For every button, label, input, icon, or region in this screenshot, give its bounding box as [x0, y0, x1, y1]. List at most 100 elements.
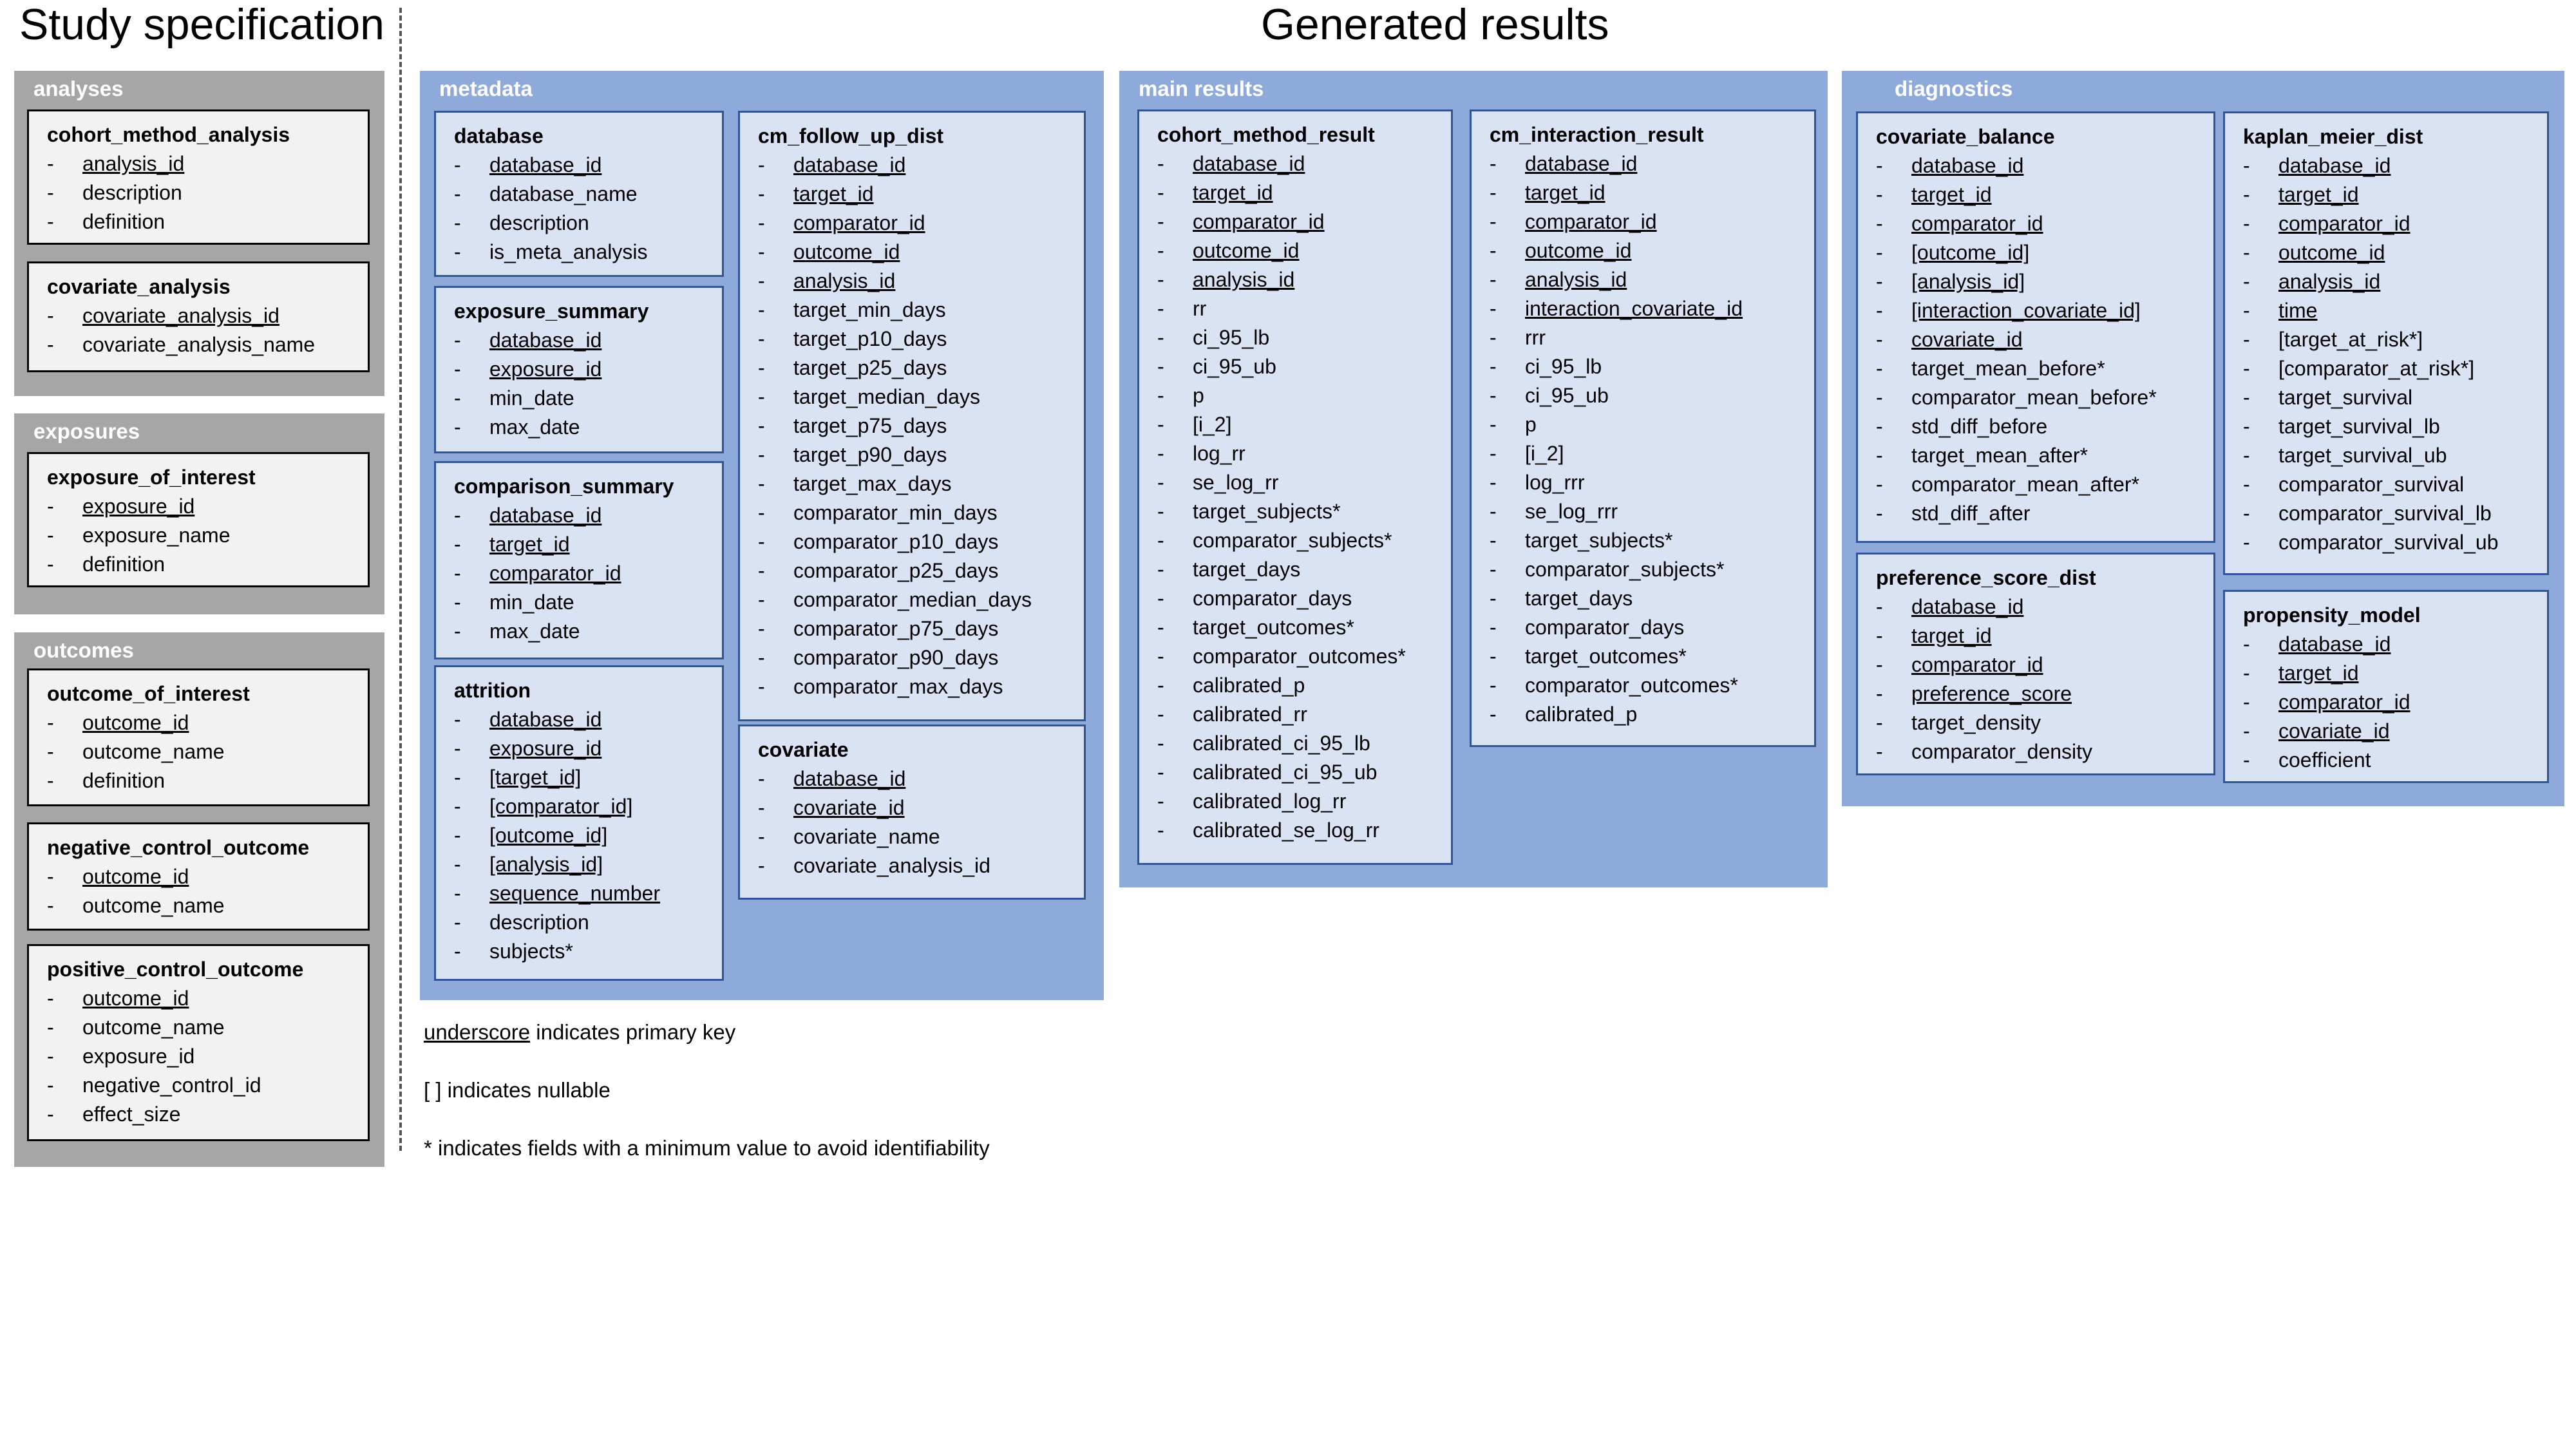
primary-key-field-name: comparator_id [1911, 653, 2043, 676]
bullet-dash: - [454, 737, 461, 760]
field-list: -database_id-target_id-comparator_id-min… [454, 501, 621, 646]
bullet-dash: - [1157, 152, 1164, 175]
bullet-dash: - [758, 472, 765, 495]
bullet-dash: - [1157, 819, 1164, 842]
bullet-dash: - [1876, 299, 1883, 322]
primary-key-field-name: database_id [1193, 152, 1305, 175]
field-name: comparator_p10_days [793, 530, 999, 553]
field-item: -comparator_id [2243, 209, 2499, 238]
table-name: database [454, 124, 544, 147]
field-name: comparator_survival_ub [2278, 531, 2499, 554]
table-preference-score-dist: preference_score_dist-database_id-target… [1856, 553, 2215, 775]
field-item: -target_mean_before* [1876, 354, 2157, 383]
bullet-dash: - [1157, 239, 1164, 262]
field-list: -outcome_id-outcome_name-definition [47, 708, 225, 795]
bullet-dash: - [1876, 502, 1883, 525]
bullet-dash: - [1490, 413, 1497, 436]
field-item: -rr [1157, 294, 1406, 323]
bullet-dash: - [1157, 384, 1164, 407]
bullet-dash: - [1876, 386, 1883, 409]
field-item: -comparator_id [1876, 650, 2092, 679]
field-item: -[analysis_id] [1876, 267, 2157, 296]
field-item: - max_date [454, 413, 601, 442]
field-item: -database_id [454, 326, 601, 355]
table-kaplan-meier-dist: kaplan_meier_dist-database_id-target_id-… [2223, 111, 2549, 575]
bullet-dash: - [2243, 690, 2250, 714]
field-name: comparator_days [1193, 587, 1352, 610]
field-item: -exposure_id [454, 355, 601, 384]
bullet-dash: - [758, 443, 765, 466]
bullet-dash: - [1490, 471, 1497, 494]
table-outcome-of-interest: outcome_of_interest-outcome_id-outcome_n… [27, 668, 370, 806]
field-name: exposure_name [82, 524, 231, 547]
group-diagnostics: diagnostics covariate_balance-database_i… [1842, 71, 2564, 806]
table-name: positive_control_outcome [47, 958, 304, 981]
field-name: covariate_analysis_name [82, 333, 316, 356]
bullet-dash: - [454, 504, 461, 527]
bullet-dash: - [1490, 674, 1497, 697]
field-item: -target_p10_days [758, 325, 1032, 354]
field-name: outcome_name [82, 1016, 225, 1039]
bullet-dash: - [758, 617, 765, 640]
field-item: -comparator_id [2243, 688, 2410, 717]
field-list: -outcome_id-outcome_name-exposure_id-neg… [47, 984, 261, 1129]
field-name: covariate_analysis_id [793, 854, 990, 877]
bullet-dash: - [47, 711, 54, 734]
table-name: cohort_method_result [1157, 123, 1375, 146]
field-item: -definition [47, 207, 184, 236]
primary-key-field-name: [analysis_id] [489, 853, 603, 876]
bullet-dash: - [454, 766, 461, 789]
field-name: se_log_rr [1193, 471, 1279, 494]
primary-key-field-name: [outcome_id] [489, 824, 608, 847]
field-name: min_date [489, 591, 574, 614]
table-name: covariate_balance [1876, 125, 2055, 148]
bullet-dash: - [1490, 703, 1497, 726]
group-label: diagnostics [1895, 77, 2013, 100]
primary-key-field-name: [comparator_id] [489, 795, 633, 818]
bullet-dash: - [1157, 558, 1164, 581]
bullet-dash: - [1157, 790, 1164, 813]
primary-key-field-name: outcome_id [82, 711, 189, 734]
field-name: negative_control_id [82, 1074, 261, 1097]
field-name: target_days [1193, 558, 1301, 581]
field-name: target_mean_before* [1911, 357, 2105, 380]
field-name: target_p90_days [793, 443, 947, 466]
primary-key-field-name: target_id [1525, 181, 1605, 204]
legend-min-value: * indicates fields with a minimum value … [424, 1136, 990, 1160]
bullet-dash: - [1157, 181, 1164, 204]
field-item: -[i_2] [1490, 439, 1743, 468]
field-item: -comparator_p75_days [758, 614, 1032, 643]
field-name: target_max_days [793, 472, 952, 495]
field-item: -comparator_p10_days [758, 527, 1032, 556]
field-item: -covariate_analysis_id [758, 851, 990, 880]
field-item: -target_p25_days [758, 354, 1032, 383]
field-name: description [489, 911, 589, 934]
bullet-dash: - [1490, 268, 1497, 291]
primary-key-field-name: target_id [2278, 661, 2359, 685]
primary-key-field-name: [target_id] [489, 766, 582, 789]
primary-key-field-name: comparator_id [1193, 210, 1325, 233]
field-name: max_date [489, 620, 580, 643]
primary-key-field-name: database_id [489, 328, 602, 352]
field-name: [i_2] [1525, 442, 1564, 465]
field-name: calibrated_ci_95_ub [1193, 761, 1378, 784]
bullet-dash: - [1490, 645, 1497, 668]
table-name: covariate [758, 738, 849, 761]
field-item: -target_survival [2243, 383, 2499, 412]
field-item: -target_subjects* [1490, 526, 1743, 555]
bullet-dash: - [454, 415, 461, 439]
table-negative-control-outcome: negative_control_outcome-outcome_id-outc… [27, 822, 370, 931]
bullet-dash: - [47, 210, 54, 233]
field-name: max_date [489, 415, 580, 439]
field-name: ci_95_ub [1193, 355, 1276, 378]
primary-key-field-name: database_id [793, 153, 906, 176]
field-name: min_date [489, 386, 574, 410]
table-name: exposure_of_interest [47, 466, 256, 489]
field-name: database_name [489, 182, 638, 205]
bullet-dash: - [1876, 444, 1883, 467]
field-item: -outcome_id [47, 984, 261, 1013]
field-name: target_survival_lb [2278, 415, 2440, 438]
table-exposure-summary: exposure_summary-database_id-exposure_id… [434, 286, 724, 453]
field-item: -[target_at_risk*] [2243, 325, 2499, 354]
field-item: -target_id [1157, 178, 1406, 207]
